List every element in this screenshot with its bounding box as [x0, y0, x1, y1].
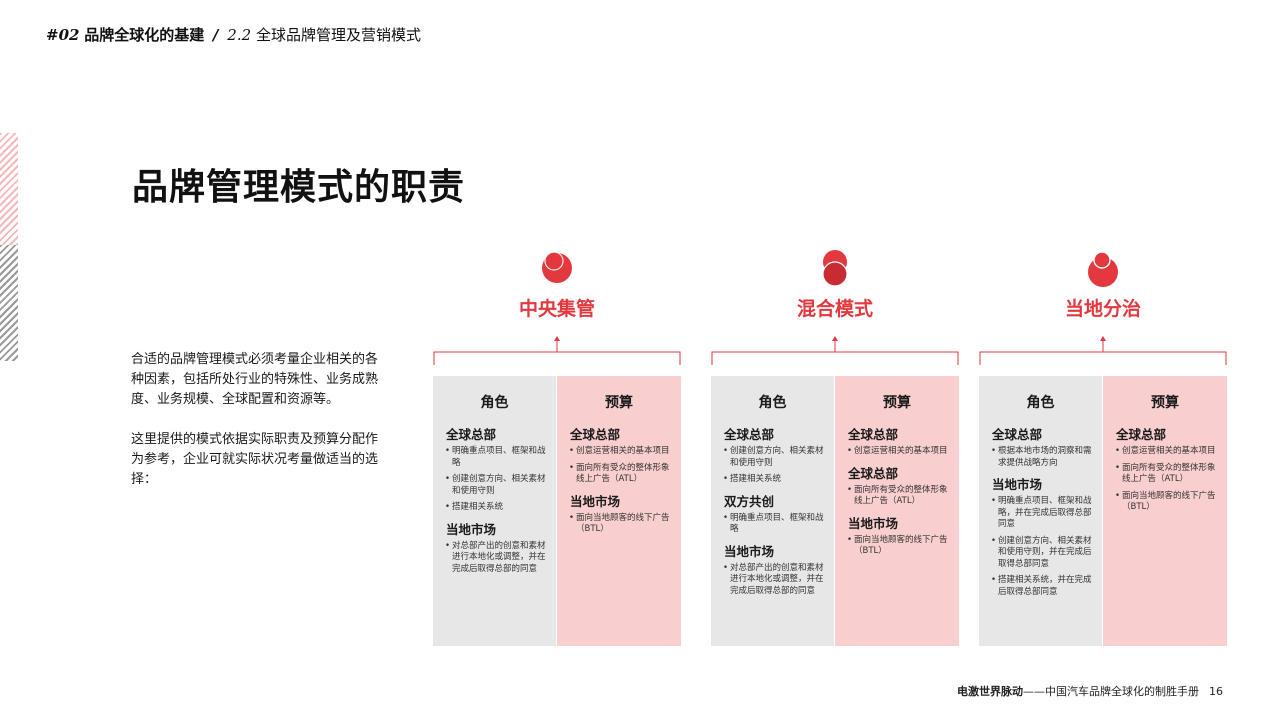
- page-title: 品牌管理模式的职责: [132, 167, 466, 208]
- group-heading: 全球总部: [570, 427, 621, 442]
- bullet-item: 明确重点项目、框架和战略: [445, 446, 550, 469]
- subsection-number: 2.2: [227, 26, 252, 44]
- page-number: 16: [1209, 685, 1223, 698]
- mode-title: 中央集管: [518, 298, 595, 320]
- bullet-item: 搭建相关系统: [723, 474, 828, 486]
- group-heading: 当地市场: [724, 543, 775, 559]
- subsection-title: 全球品牌管理及营销模式: [255, 26, 421, 44]
- budget-header: 预算: [605, 395, 633, 411]
- bullet-item: 明确重点项目、框架和战略: [723, 513, 828, 536]
- bullet-item: 创建创意方向、相关素材和使用守则，并在完成后取得总部同意: [991, 536, 1096, 571]
- role-card: 角色 全球总部 根据本地市场的洞察和需求提供战略方向 当地市场 明确重点项目、框…: [979, 376, 1103, 646]
- budget-group: 全球总部 创意运营相关的基本项目 面向所有受众的整体形象线上广告（ATL）: [569, 424, 675, 486]
- role-header: 角色: [1026, 395, 1055, 411]
- group-heading: 当地市场: [446, 521, 497, 537]
- role-header: 角色: [758, 395, 787, 411]
- bullet-item: 创意运营相关的基本项目: [1115, 446, 1221, 458]
- role-group: 全球总部 根据本地市场的洞察和需求提供战略方向: [991, 424, 1096, 469]
- breadcrumb: #02 品牌全球化的基建 / 2.2 全球品牌管理及营销模式: [46, 24, 421, 45]
- group-heading: 全球总部: [848, 427, 899, 442]
- bullet-item: 对总部产出的创意和素材进行本地化或调整，并在完成后取得总部的同意: [445, 541, 550, 576]
- bracket-connector: [979, 336, 1227, 365]
- role-group: 当地市场 明确重点项目、框架和战略，并在完成后取得总部同意 创建创意方向、相关素…: [991, 474, 1096, 598]
- group-heading: 全球总部: [1116, 427, 1167, 442]
- group-heading: 当地市场: [992, 477, 1043, 492]
- bullet-item: 根据本地市场的洞察和需求提供战略方向: [991, 446, 1096, 469]
- decorative-stripes-gray: [0, 245, 18, 361]
- bullet-item: 明确重点项目、框架和战略，并在完成后取得总部同意: [991, 496, 1096, 531]
- budget-group: 全球总部 创意运营相关的基本项目: [847, 424, 953, 458]
- budget-group: 当地市场 面向当地顾客的线下广告（BTL）: [569, 491, 675, 536]
- role-group: 当地市场 对总部产出的创意和素材进行本地化或调整，并在完成后取得总部的同意: [445, 519, 550, 576]
- budget-card: 预算 全球总部 创意运营相关的基本项目 面向所有受众的整体形象线上广告（ATL）…: [557, 376, 681, 646]
- publication-subtitle: ——中国汽车品牌全球化的制胜手册: [1023, 685, 1199, 698]
- group-heading: 全球总部: [848, 465, 899, 481]
- role-group: 全球总部 创建创意方向、相关素材和使用守则 搭建相关系统: [723, 424, 828, 486]
- role-header: 角色: [480, 395, 509, 411]
- bullet-item: 创建创意方向、相关素材和使用守则: [445, 474, 550, 497]
- role-card: 角色 全球总部 明确重点项目、框架和战略 创建创意方向、相关素材和使用守则 搭建…: [433, 376, 557, 646]
- role-card: 角色 全球总部 创建创意方向、相关素材和使用守则 搭建相关系统 双方共创 明确重…: [711, 376, 835, 646]
- publication-name: 电激世界脉动: [957, 685, 1023, 698]
- bracket-connector: [711, 336, 959, 365]
- bullet-item: 搭建相关系统: [445, 502, 550, 514]
- page-footer: 电激世界脉动——中国汽车品牌全球化的制胜手册 16: [957, 683, 1223, 699]
- small-circle-on-large-icon: [1088, 251, 1118, 287]
- budget-card: 预算 全球总部 创意运营相关的基本项目 面向所有受众的整体形象线上广告（ATL）…: [1103, 376, 1227, 646]
- bullet-item: 面向当地顾客的线下广告（BTL）: [1115, 491, 1221, 514]
- bullet-item: 创意运营相关的基本项目: [569, 446, 675, 458]
- intro-paragraph-2: 这里提供的模式依据实际职责及预算分配作为参考，企业可就实际状况考量做适当的选择：: [131, 432, 379, 487]
- bullet-item: 对总部产出的创意和素材进行本地化或调整，并在完成后取得总部的同意: [723, 563, 828, 598]
- group-heading: 全球总部: [724, 427, 775, 442]
- bullet-item: 搭建相关系统，并在完成后取得总部同意: [991, 575, 1096, 598]
- budget-group: 全球总部 面向所有受众的整体形象线上广告（ATL）: [847, 463, 953, 508]
- group-heading: 全球总部: [446, 427, 497, 442]
- bullet-item: 创意运营相关的基本项目: [847, 446, 953, 458]
- section-title: 品牌全球化的基建: [84, 26, 205, 44]
- group-heading: 当地市场: [570, 493, 621, 509]
- budget-group: 当地市场 面向当地顾客的线下广告（BTL）: [847, 513, 953, 558]
- group-heading: 双方共创: [724, 493, 775, 509]
- bullet-item: 面向所有受众的整体形象线上广告（ATL）: [569, 463, 675, 486]
- mode-title: 混合模式: [796, 298, 873, 320]
- intro-paragraph-1: 合适的品牌管理模式必须考量企业相关的各种因素，包括所处行业的特殊性、业务成熟度、…: [131, 352, 379, 407]
- budget-group: 全球总部 创意运营相关的基本项目 面向所有受众的整体形象线上广告（ATL） 面向…: [1115, 424, 1221, 514]
- large-circle-icon: [542, 251, 572, 283]
- group-heading: 当地市场: [848, 515, 899, 531]
- budget-header: 预算: [1151, 395, 1179, 411]
- bullet-item: 面向所有受众的整体形象线上广告（ATL）: [847, 485, 953, 508]
- role-group: 双方共创 明确重点项目、框架和战略: [723, 491, 828, 536]
- role-group: 全球总部 明确重点项目、框架和战略 创建创意方向、相关素材和使用守则 搭建相关系…: [445, 424, 550, 514]
- stacked-circles-icon: [822, 250, 848, 287]
- bullet-item: 面向当地顾客的线下广告（BTL）: [847, 535, 953, 558]
- bullet-item: 面向当地顾客的线下广告（BTL）: [569, 513, 675, 536]
- intro-text: 合适的品牌管理模式必须考量企业相关的各种因素，包括所处行业的特殊性、业务成熟度、…: [131, 350, 381, 510]
- decorative-stripes-pink: [0, 133, 18, 245]
- bullet-item: 面向所有受众的整体形象线上广告（ATL）: [1115, 463, 1221, 486]
- mode-title: 当地分治: [1064, 298, 1141, 320]
- section-number: #02: [46, 26, 80, 44]
- role-group: 当地市场 对总部产出的创意和素材进行本地化或调整，并在完成后取得总部的同意: [723, 541, 828, 598]
- budget-card: 预算 全球总部 创意运营相关的基本项目 全球总部 面向所有受众的整体形象线上广告…: [835, 376, 959, 646]
- bracket-connector: [433, 336, 681, 365]
- bullet-item: 创建创意方向、相关素材和使用守则: [723, 446, 828, 469]
- budget-header: 预算: [883, 395, 911, 411]
- group-heading: 全球总部: [992, 427, 1043, 442]
- breadcrumb-separator: /: [213, 26, 219, 44]
